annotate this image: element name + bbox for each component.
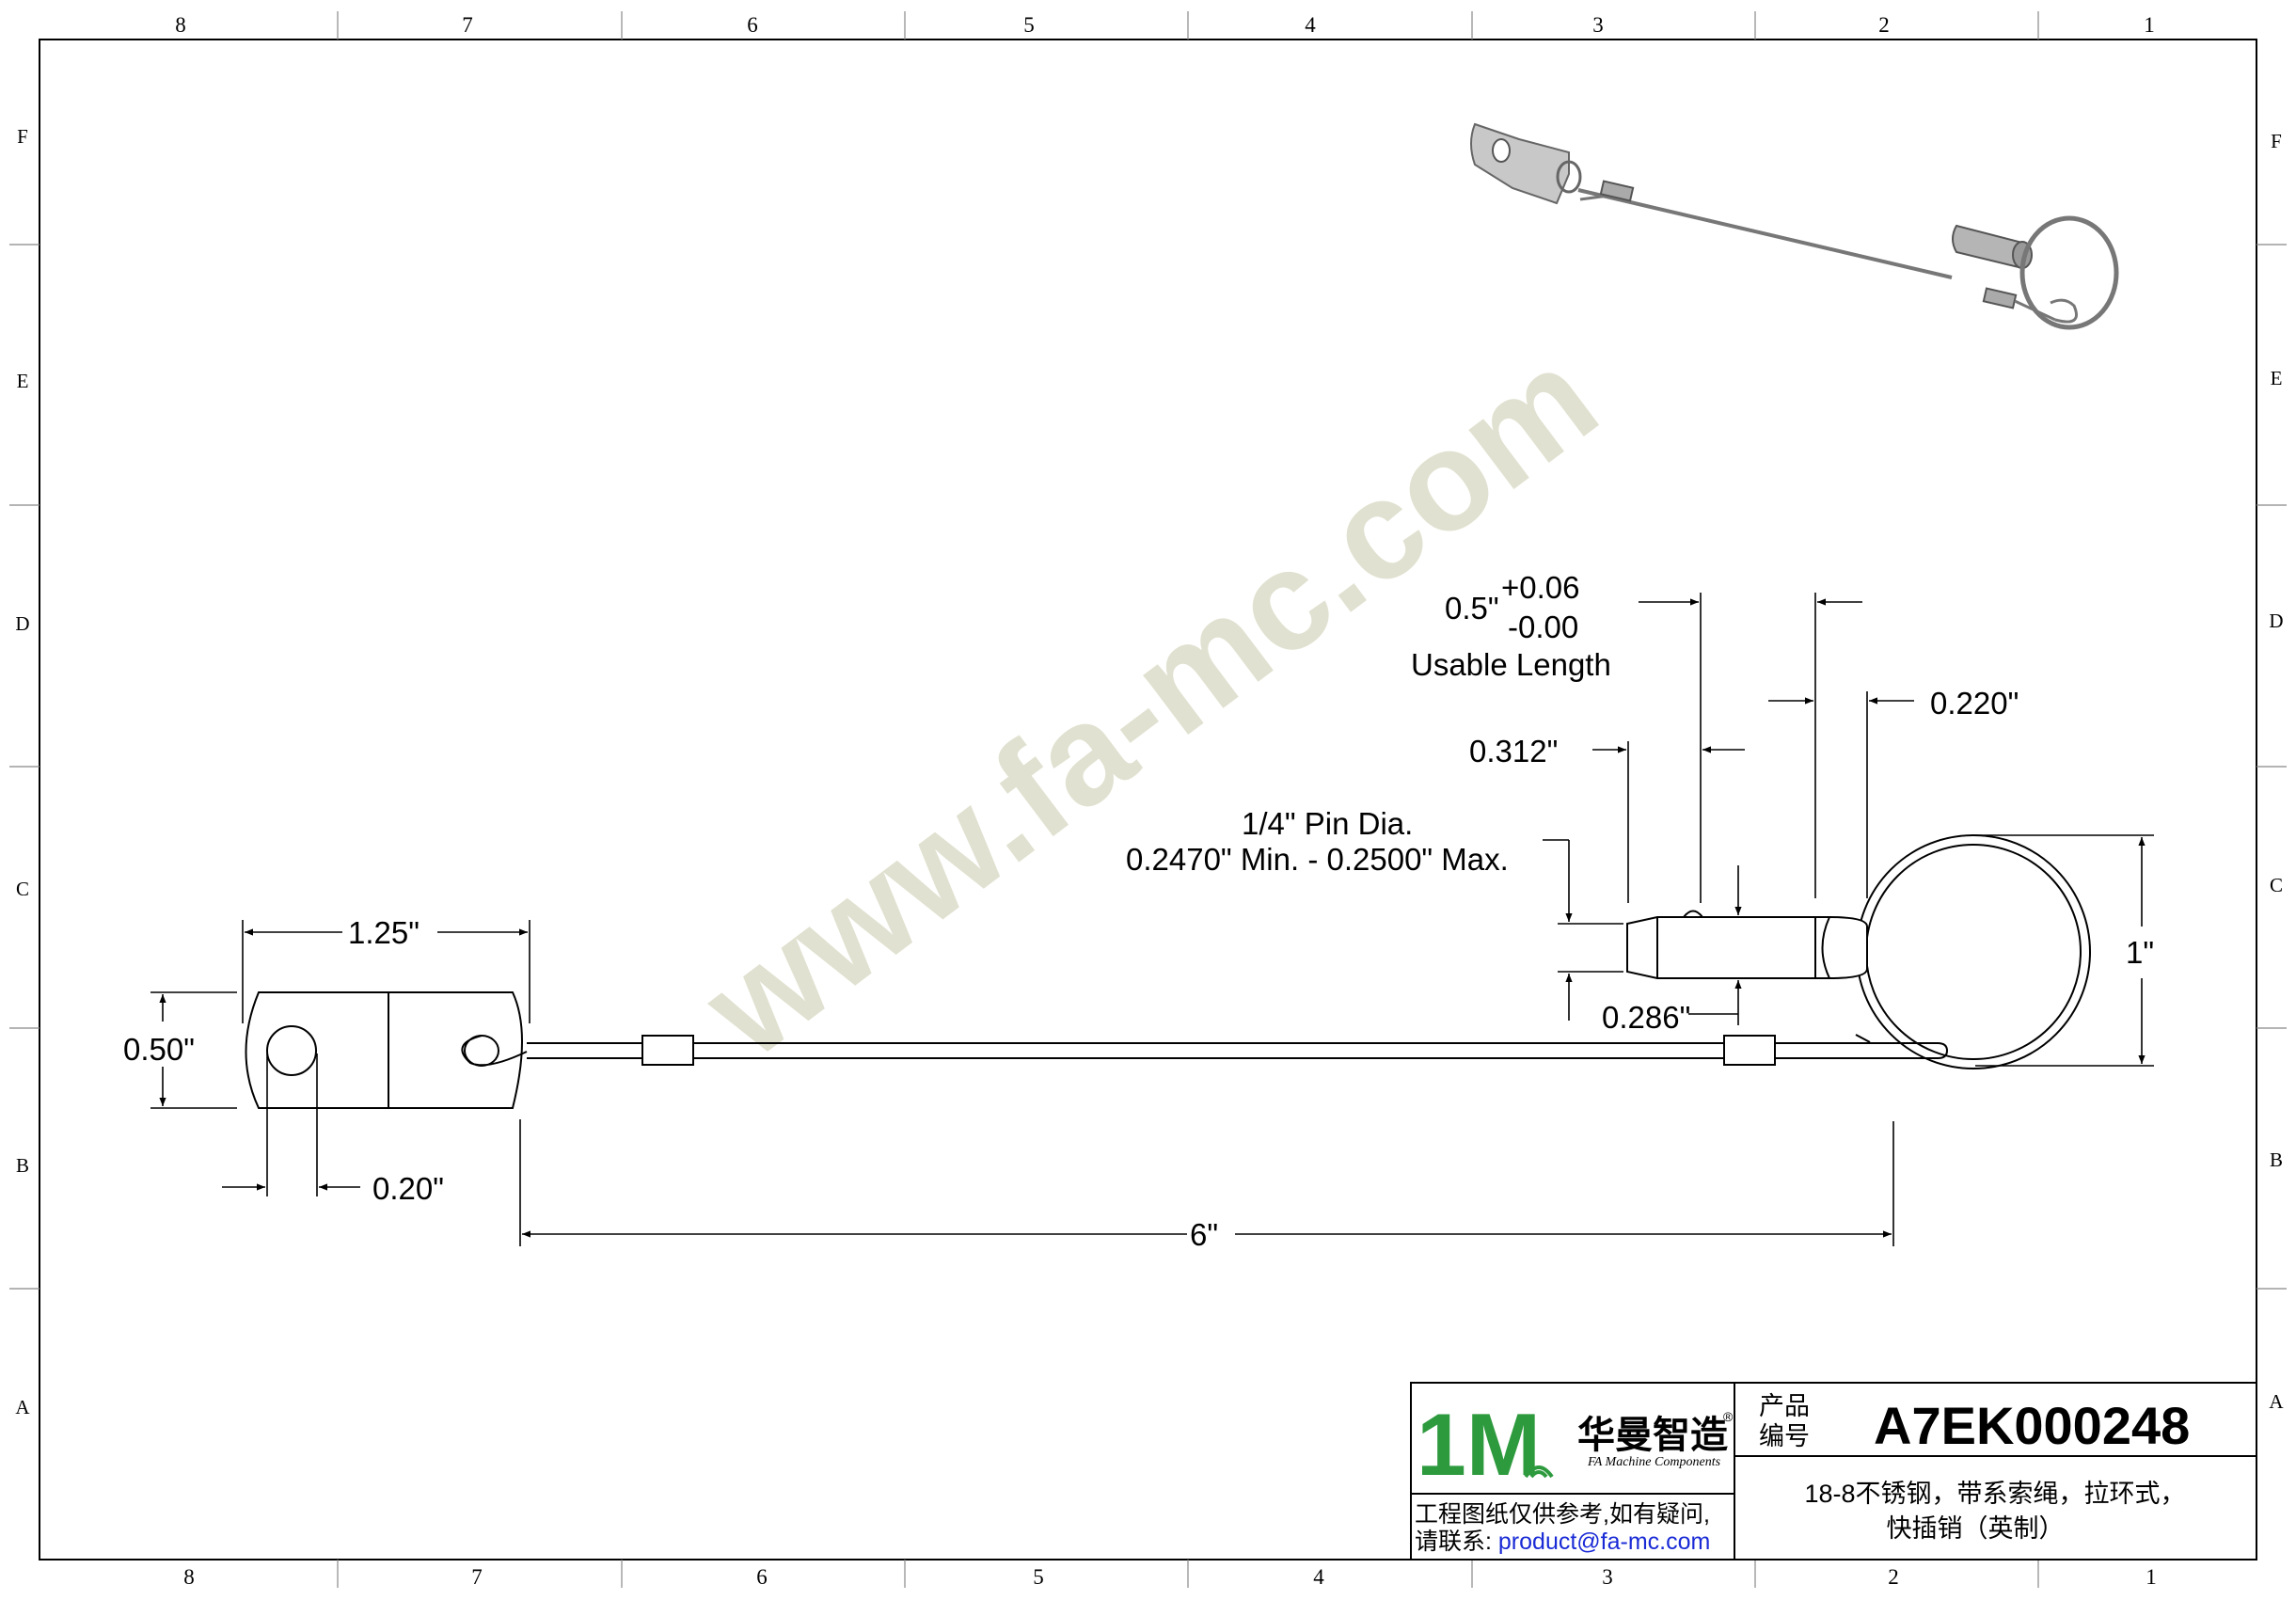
crimp-sleeve-right bbox=[1723, 1035, 1776, 1066]
row-label: B bbox=[2270, 1149, 2283, 1171]
dimension-lines bbox=[150, 593, 2154, 1246]
iso-pull-ring bbox=[2019, 215, 2119, 330]
iso-cable-return bbox=[1579, 194, 1609, 201]
row-label: A bbox=[2269, 1390, 2284, 1413]
row-label: E bbox=[17, 370, 29, 392]
company-logo: 1M 华曼智造 ® FA Machine Components bbox=[1417, 1395, 1734, 1494]
iso-cable-loop bbox=[2050, 298, 2078, 324]
iso-tab bbox=[1470, 122, 1570, 205]
isometric-view bbox=[1470, 122, 2119, 330]
row-label: A bbox=[15, 1396, 30, 1418]
pin-ball bbox=[1683, 910, 1703, 918]
col-label: 7 bbox=[462, 13, 473, 37]
dim-usable-main: 0.5" bbox=[1445, 591, 1499, 626]
col-label: 3 bbox=[1602, 1565, 1613, 1589]
dim-usable-plus: +0.06 bbox=[1501, 570, 1580, 605]
dim-0220: 0.220" bbox=[1930, 686, 2019, 721]
outer-border bbox=[39, 39, 2257, 1560]
row-label: F bbox=[17, 125, 28, 148]
iso-cable bbox=[1577, 188, 1953, 279]
watermark-text: www.fa-mc.com bbox=[674, 318, 1623, 1088]
wifi-icon bbox=[1524, 1465, 1554, 1479]
col-label: 6 bbox=[756, 1565, 768, 1589]
cable-eye-loop bbox=[461, 1035, 528, 1067]
iso-sleeve bbox=[1599, 180, 1635, 202]
dim-125: 1.25" bbox=[348, 915, 420, 950]
company-name-cn: 华曼智造 bbox=[1577, 1415, 1728, 1456]
row-label: D bbox=[2269, 610, 2283, 632]
registered-mark: ® bbox=[1723, 1409, 1734, 1424]
iso-sleeve bbox=[1982, 287, 2018, 309]
company-name-en: FA Machine Components bbox=[1587, 1455, 1721, 1469]
column-labels-bottom: 8 7 6 5 4 3 2 1 bbox=[183, 1565, 2157, 1589]
dim-6: 6" bbox=[1190, 1217, 1218, 1252]
col-label: 7 bbox=[471, 1565, 483, 1589]
disclaimer-line-1: 工程图纸仅供参考,如有疑问, bbox=[1415, 1501, 1710, 1528]
description-line-1: 18-8不锈钢，带系索绳，拉环式， bbox=[1804, 1480, 2185, 1508]
dim-usable-minus: -0.00 bbox=[1508, 610, 1578, 644]
disclaimer-line-2: 请联系: product@fa-mc.com bbox=[1415, 1529, 1710, 1555]
col-label: 2 bbox=[1878, 13, 1890, 37]
zone-ticks bbox=[9, 11, 2287, 1588]
dim-pin-dia-2: 0.2470" Min. - 0.2500" Max. bbox=[1126, 842, 1509, 877]
dim-020: 0.20" bbox=[372, 1171, 444, 1206]
iso-tab-hole bbox=[1492, 138, 1511, 163]
part-number-label-1: 产品 bbox=[1759, 1392, 1810, 1420]
email-link[interactable]: product@fa-mc.com bbox=[1498, 1529, 1710, 1555]
contact-prefix: 请联系: bbox=[1415, 1529, 1498, 1555]
tab-mount-hole bbox=[266, 1025, 317, 1076]
logo-1-icon: 1M bbox=[1417, 1395, 1541, 1494]
part-number: A7EK000248 bbox=[1874, 1396, 2190, 1455]
pin-head-curve bbox=[1821, 916, 1830, 979]
dim-usable-label: Usable Length bbox=[1411, 647, 1611, 682]
dim-050: 0.50" bbox=[123, 1032, 195, 1067]
row-label: C bbox=[16, 878, 29, 900]
col-label: 8 bbox=[175, 13, 186, 37]
col-label: 4 bbox=[1313, 1565, 1324, 1589]
cable-end-loop bbox=[1937, 1042, 1949, 1059]
row-label: E bbox=[2271, 367, 2283, 389]
col-label: 4 bbox=[1305, 13, 1316, 37]
part-number-label-2: 编号 bbox=[1759, 1422, 1810, 1450]
column-labels-top: 8 7 6 5 4 3 2 1 bbox=[175, 13, 2155, 37]
title-block-texts: 工程图纸仅供参考,如有疑问, 请联系: product@fa-mc.com 产品… bbox=[1415, 1392, 2190, 1555]
iso-tab-eye bbox=[1556, 160, 1582, 194]
col-label: 3 bbox=[1592, 13, 1604, 37]
row-labels-left: F E D C B A bbox=[15, 125, 30, 1418]
col-label: 5 bbox=[1023, 13, 1035, 37]
col-label: 1 bbox=[2144, 13, 2155, 37]
row-label: C bbox=[2270, 874, 2283, 896]
col-label: 1 bbox=[2146, 1565, 2157, 1589]
col-label: 5 bbox=[1033, 1565, 1044, 1589]
col-label: 2 bbox=[1888, 1565, 1899, 1589]
ring-split bbox=[1855, 1034, 1871, 1043]
row-label: F bbox=[2271, 130, 2282, 152]
dim-0312: 0.312" bbox=[1469, 734, 1558, 768]
pull-ring-outer bbox=[1856, 834, 2091, 1069]
crimp-sleeve-left bbox=[641, 1035, 694, 1066]
pin-body bbox=[1626, 916, 1868, 979]
col-label: 6 bbox=[747, 13, 758, 37]
dimension-texts: 0.5" +0.06 -0.00 Usable Length 0.312" 0.… bbox=[123, 570, 2154, 1252]
iso-pin bbox=[1952, 224, 2023, 270]
tab-plate bbox=[245, 991, 523, 1109]
dim-0286: 0.286" bbox=[1602, 1000, 1690, 1035]
description-line-2: 快插销（英制） bbox=[1887, 1514, 2065, 1543]
dim-pin-dia-1: 1/4" Pin Dia. bbox=[1242, 806, 1413, 841]
pull-ring-inner bbox=[1865, 844, 2082, 1060]
row-label: B bbox=[16, 1154, 29, 1177]
dim-1: 1" bbox=[2126, 935, 2154, 970]
row-label: D bbox=[15, 612, 29, 635]
col-label: 8 bbox=[183, 1565, 195, 1589]
main-view bbox=[245, 834, 2091, 1109]
title-block bbox=[1410, 1382, 2257, 1560]
row-labels-right: F E D C B A bbox=[2269, 130, 2284, 1413]
